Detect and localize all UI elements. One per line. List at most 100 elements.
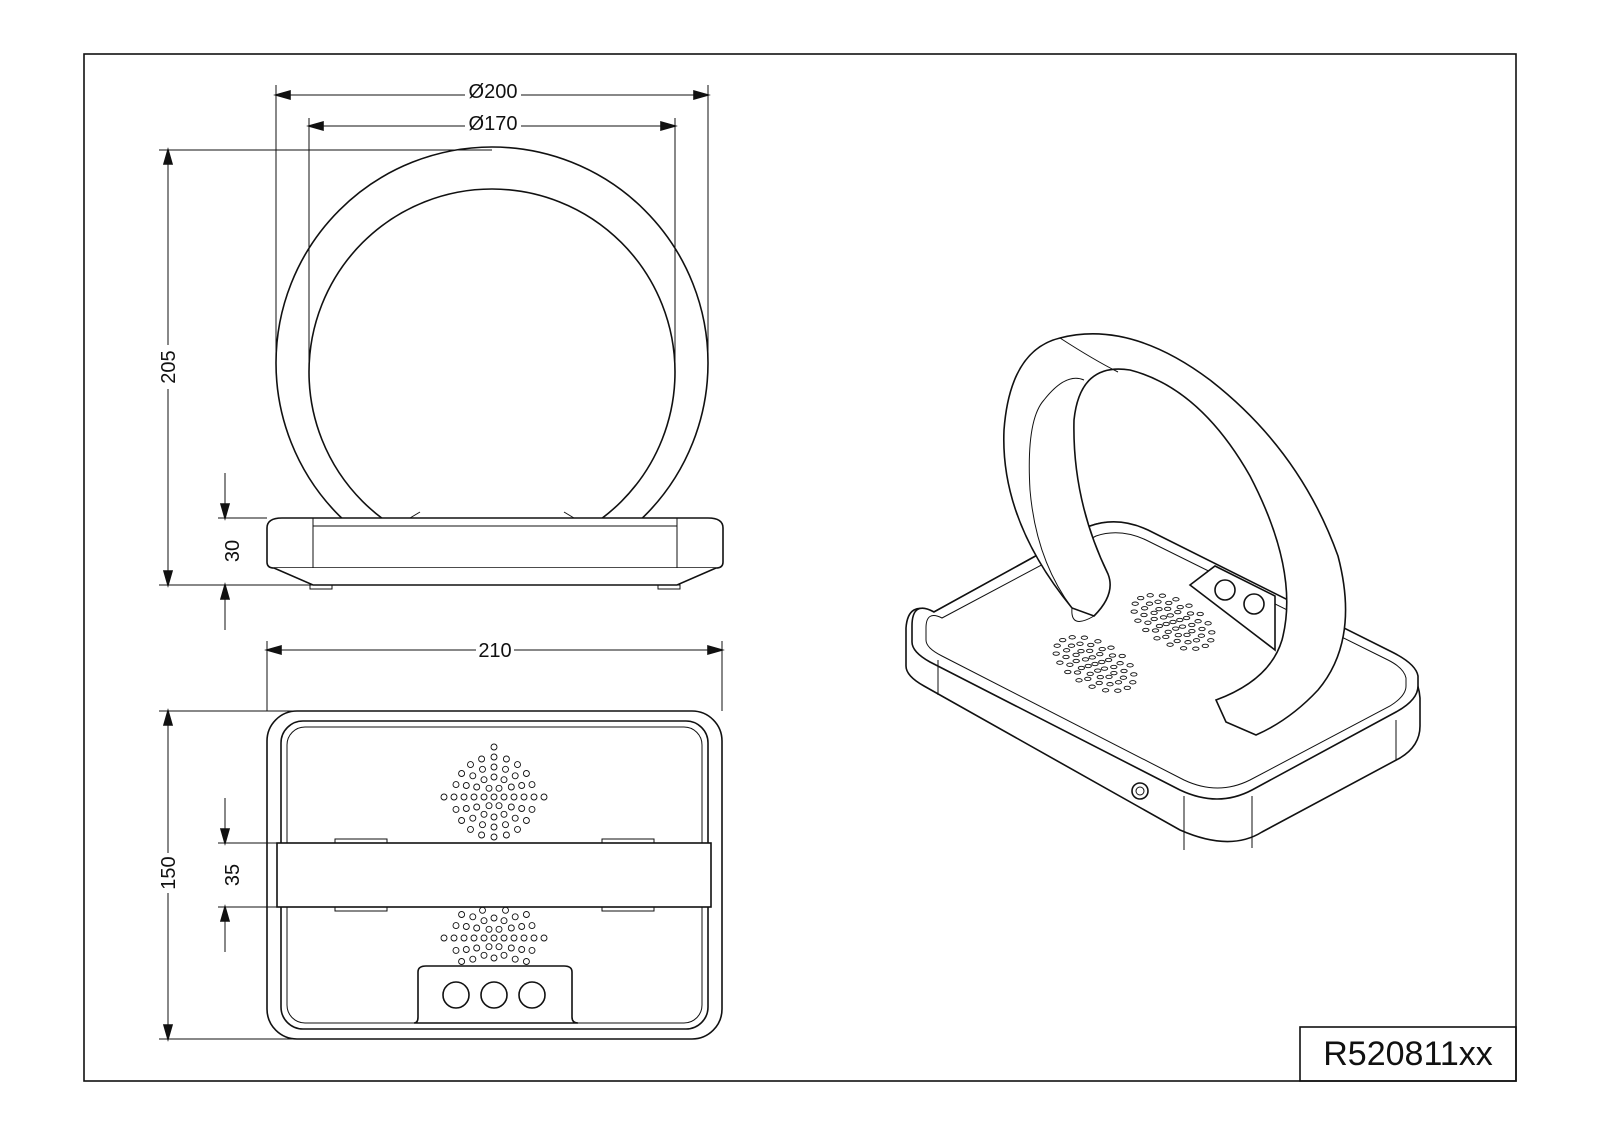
speaker-hole bbox=[1119, 675, 1128, 680]
front-base-bottom bbox=[273, 567, 717, 586]
speaker-hole bbox=[450, 934, 458, 942]
speaker-hole bbox=[518, 782, 526, 789]
speaker-hole bbox=[452, 805, 460, 813]
speaker-hole bbox=[1154, 599, 1162, 604]
speaker-hole bbox=[1110, 670, 1118, 676]
speaker-hole bbox=[490, 813, 498, 821]
control-button-1 bbox=[442, 981, 470, 1009]
speaker-hole bbox=[1142, 627, 1150, 633]
speaker-hole bbox=[500, 917, 508, 925]
speaker-hole bbox=[1059, 637, 1067, 643]
usb-port bbox=[1131, 782, 1149, 800]
speaker-hole bbox=[1150, 616, 1158, 622]
speaker-hole bbox=[1140, 612, 1148, 618]
speaker-hole bbox=[1172, 597, 1180, 602]
speaker-hole bbox=[469, 913, 477, 921]
speaker-hole bbox=[1140, 606, 1149, 611]
speaker-hole bbox=[1098, 646, 1106, 652]
speaker-hole bbox=[511, 955, 519, 963]
speaker-hole bbox=[1182, 615, 1191, 621]
speaker-hole bbox=[485, 802, 493, 810]
speaker-hole bbox=[452, 781, 460, 789]
speaker-hole bbox=[1104, 657, 1113, 663]
speaker-hole bbox=[507, 783, 515, 791]
speaker-hole bbox=[1162, 634, 1170, 640]
speaker-hole bbox=[530, 934, 538, 942]
speaker-hole bbox=[1098, 659, 1106, 665]
speaker-hole bbox=[502, 821, 509, 829]
speaker-hole bbox=[522, 817, 530, 824]
speaker-hole bbox=[440, 934, 448, 942]
speaker-hole bbox=[470, 934, 478, 942]
speaker-hole bbox=[462, 782, 470, 789]
speaker-hole bbox=[507, 944, 515, 952]
speaker-hole bbox=[1072, 658, 1080, 664]
speaker-hole bbox=[469, 955, 477, 963]
speaker-hole bbox=[511, 913, 519, 921]
speaker-hole bbox=[511, 772, 519, 780]
speaker-hole bbox=[490, 753, 498, 761]
speaker-hole bbox=[540, 934, 548, 942]
speaker-hole bbox=[518, 923, 526, 930]
speaker-hole bbox=[1116, 661, 1124, 666]
speaker-hole bbox=[500, 776, 508, 784]
speaker-hole bbox=[473, 803, 481, 811]
speaker-hole bbox=[467, 761, 474, 769]
speaker-hole bbox=[1185, 603, 1193, 608]
speaker-hole bbox=[458, 911, 466, 918]
dim-outer-diameter: Ø200 bbox=[469, 81, 518, 103]
speaker-grille-lower bbox=[440, 906, 548, 965]
speaker-hole bbox=[1144, 620, 1152, 625]
speaker-hole bbox=[1192, 646, 1200, 651]
speaker-hole bbox=[1114, 680, 1123, 685]
speaker-hole bbox=[507, 924, 515, 932]
speaker-hole bbox=[510, 934, 518, 942]
speaker-hole bbox=[460, 934, 468, 942]
speaker-hole bbox=[490, 914, 498, 922]
speaker-hole bbox=[452, 922, 460, 930]
speaker-hole bbox=[500, 951, 508, 959]
speaker-hole bbox=[1166, 613, 1174, 618]
speaker-hole bbox=[479, 906, 486, 914]
speaker-hole bbox=[1066, 662, 1074, 667]
speaker-hole bbox=[480, 810, 488, 818]
speaker-hole bbox=[473, 924, 481, 932]
speaker-hole bbox=[462, 923, 470, 930]
speaker-hole bbox=[485, 784, 493, 792]
speaker-hole bbox=[495, 784, 503, 792]
speaker-hole bbox=[1208, 630, 1216, 635]
speaker-hole bbox=[478, 755, 486, 763]
front-view: Ø200 Ø170 205 30 bbox=[158, 81, 724, 630]
speaker-hole bbox=[1151, 628, 1160, 633]
speaker-hole bbox=[1164, 629, 1172, 635]
speaker-hole bbox=[1207, 638, 1215, 643]
speaker-hole bbox=[1086, 648, 1094, 654]
speaker-hole bbox=[490, 823, 498, 831]
speaker-hole bbox=[1173, 638, 1181, 644]
speaker-hole bbox=[490, 743, 498, 751]
speaker-hole bbox=[1053, 643, 1061, 648]
speaker-hole bbox=[1087, 642, 1095, 648]
speaker-hole bbox=[1145, 601, 1154, 606]
speaker-hole bbox=[1198, 626, 1206, 632]
speaker-hole bbox=[1120, 668, 1128, 674]
speaker-hole bbox=[495, 925, 503, 933]
speaker-hole bbox=[528, 805, 536, 813]
speaker-hole bbox=[540, 793, 548, 801]
speaker-hole bbox=[1062, 648, 1071, 653]
speaker-hole bbox=[1095, 680, 1103, 686]
speaker-hole bbox=[452, 946, 460, 954]
speaker-hole bbox=[1164, 606, 1172, 612]
speaker-hole bbox=[1106, 682, 1114, 687]
speaker-hole bbox=[458, 817, 466, 824]
speaker-hole bbox=[490, 934, 498, 942]
speaker-hole bbox=[1194, 619, 1202, 624]
iso-arch-inner-face bbox=[1028, 377, 1085, 609]
speaker-hole bbox=[1080, 635, 1089, 640]
ring-band-top bbox=[276, 842, 712, 908]
speaker-hole bbox=[528, 946, 536, 954]
speaker-hole bbox=[485, 943, 493, 951]
speaker-hole bbox=[500, 934, 508, 942]
speaker-hole bbox=[1174, 609, 1182, 615]
